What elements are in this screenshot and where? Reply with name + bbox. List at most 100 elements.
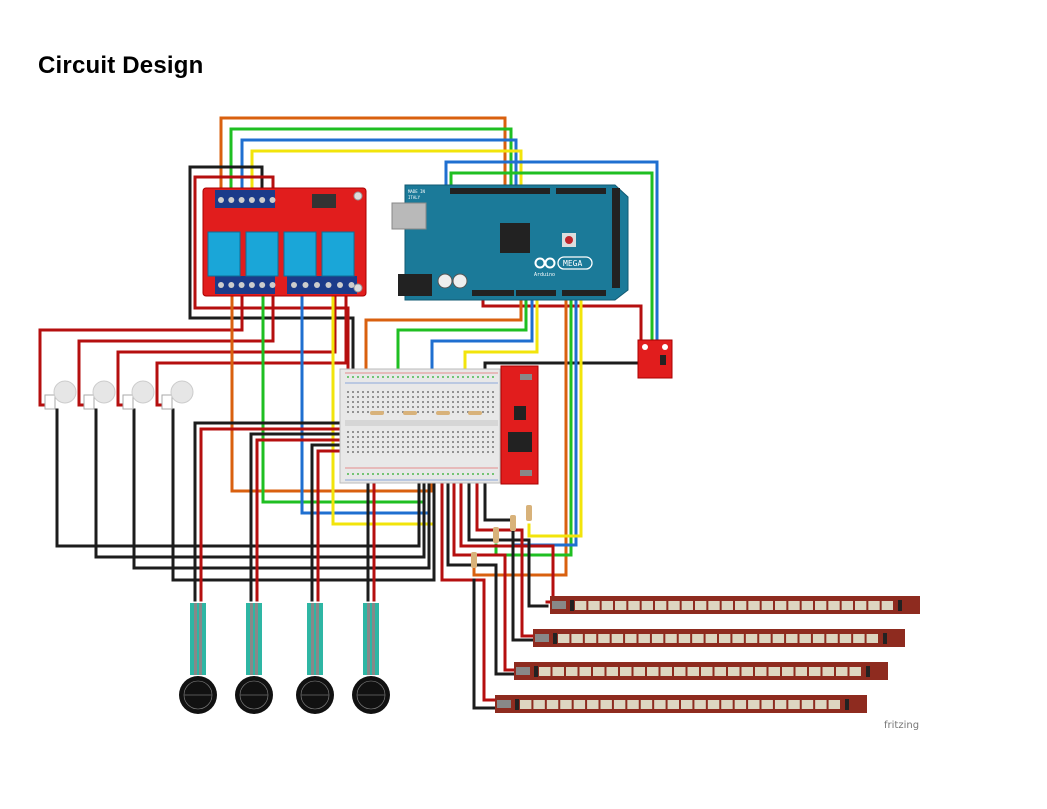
motor-disc xyxy=(131,380,155,404)
wire-black-flex4[interactable] xyxy=(472,578,496,710)
wire-black-motor4[interactable] xyxy=(171,408,436,582)
power-supply-module[interactable] xyxy=(500,365,539,485)
hole xyxy=(462,401,464,403)
vibration-motor xyxy=(44,380,77,410)
wire-black-flex1[interactable] xyxy=(467,473,549,608)
hole xyxy=(457,391,459,393)
wire-red-relay-motor4[interactable] xyxy=(155,291,348,407)
hole xyxy=(432,391,434,393)
wire-green-arduino-sensor[interactable] xyxy=(449,171,654,372)
flex-cell xyxy=(613,700,626,709)
hole xyxy=(367,446,369,448)
rail-hole xyxy=(382,473,384,475)
terminal-screw xyxy=(314,282,320,288)
hole xyxy=(427,431,429,433)
wire-red-relay-vcc[interactable] xyxy=(193,175,350,380)
rail-hole xyxy=(402,473,404,475)
wire-yellow-digital[interactable] xyxy=(527,291,583,538)
hole xyxy=(357,441,359,443)
wire-green-digital[interactable] xyxy=(494,291,573,557)
power-switch-bottom[interactable] xyxy=(520,470,532,476)
wire-black-relay-gnd[interactable] xyxy=(188,165,355,380)
hole xyxy=(357,401,359,403)
flex-cell xyxy=(573,700,586,709)
wire-black-motor3[interactable] xyxy=(132,408,431,570)
arduino-mega[interactable]: MADE IN ITALY MEGA Arduino xyxy=(391,184,629,301)
flex-cell xyxy=(795,667,807,676)
hole xyxy=(397,451,399,453)
resistor xyxy=(468,411,482,415)
wire-black-motor1[interactable] xyxy=(55,408,421,548)
hole xyxy=(412,406,414,408)
flex-cell xyxy=(826,634,838,643)
hole xyxy=(452,436,454,438)
hole xyxy=(377,396,379,398)
hole xyxy=(412,431,414,433)
hole xyxy=(422,451,424,453)
hole xyxy=(427,451,429,453)
flex-sensor xyxy=(550,596,920,614)
flex-cell xyxy=(836,667,848,676)
flex-cell xyxy=(620,667,632,676)
flex-connector xyxy=(535,634,549,642)
hole xyxy=(452,441,454,443)
wire-red-relay-motor2[interactable] xyxy=(77,291,275,407)
wire-red-flex3[interactable] xyxy=(452,473,517,672)
wire-black-flex3[interactable] xyxy=(446,473,517,676)
hole xyxy=(397,406,399,408)
hole xyxy=(382,441,384,443)
hole xyxy=(487,411,489,413)
hole xyxy=(347,396,349,398)
hole xyxy=(437,436,439,438)
sensor-module[interactable] xyxy=(637,339,673,379)
hole xyxy=(407,436,409,438)
hole xyxy=(447,401,449,403)
wire-red-flex4[interactable] xyxy=(440,473,496,702)
wire-blue-arduino-sensor[interactable] xyxy=(444,160,659,372)
rail-hole xyxy=(387,473,389,475)
flex-cell xyxy=(815,601,827,610)
wire-red-flex2[interactable] xyxy=(475,473,536,638)
hole xyxy=(452,401,454,403)
wire-red-relay-motor1[interactable] xyxy=(38,291,244,407)
rail-hole xyxy=(412,473,414,475)
hole xyxy=(427,441,429,443)
flex-cell xyxy=(587,700,599,709)
rail-hole xyxy=(467,376,469,378)
hole xyxy=(377,401,379,403)
hole xyxy=(367,391,369,393)
resistor xyxy=(471,552,477,568)
wire-orange-analog[interactable] xyxy=(364,291,523,387)
rail-hole xyxy=(367,473,369,475)
hole xyxy=(357,396,359,398)
hole xyxy=(462,446,464,448)
microcontroller-chip xyxy=(500,223,530,253)
rail-hole xyxy=(392,473,394,475)
reset-button-cap[interactable] xyxy=(565,236,573,244)
hole xyxy=(352,441,354,443)
flex-cell xyxy=(633,667,645,676)
hole xyxy=(472,446,474,448)
flex-connector xyxy=(516,667,530,675)
rail-hole xyxy=(417,376,419,378)
hole xyxy=(367,441,369,443)
hole xyxy=(487,406,489,408)
flex-cell xyxy=(641,601,653,610)
flex-cell xyxy=(558,634,570,643)
hole xyxy=(412,396,414,398)
power-switch[interactable] xyxy=(520,374,532,380)
wire-orange-relay-arduino[interactable] xyxy=(219,116,507,195)
wire-black-flex2[interactable] xyxy=(483,473,536,642)
flex-cell xyxy=(708,601,720,610)
breadboard[interactable] xyxy=(339,368,501,484)
hole xyxy=(402,451,404,453)
relay-module[interactable] xyxy=(202,187,367,297)
flex-cell xyxy=(719,634,731,643)
hole xyxy=(422,406,424,408)
hole xyxy=(467,391,469,393)
wire-black-motor2[interactable] xyxy=(94,408,426,559)
terminal-screw xyxy=(259,282,266,288)
flex-cell xyxy=(759,634,771,643)
sensor-hole xyxy=(662,344,668,350)
wire-red-relay-motor3[interactable] xyxy=(116,291,337,407)
